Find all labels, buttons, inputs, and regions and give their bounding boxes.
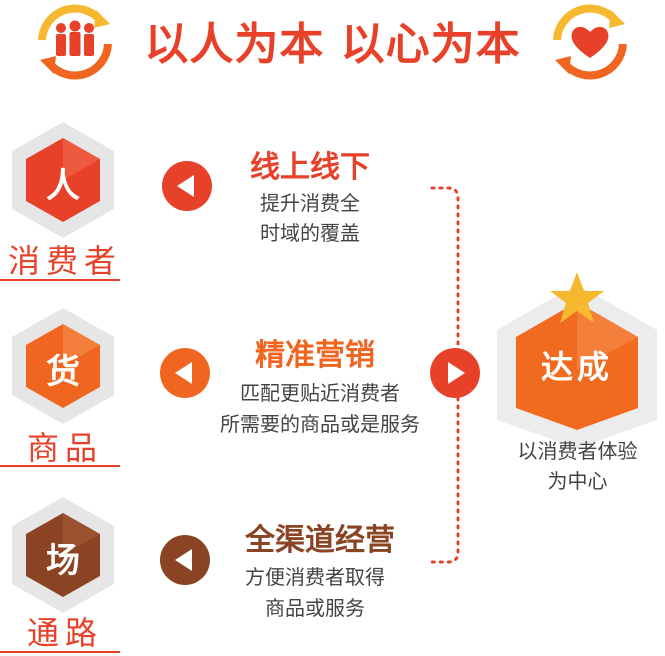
result-desc-1: 以消费者体验 [517, 439, 638, 463]
arrow-left-icon [160, 535, 210, 585]
arrow-right-icon [430, 348, 480, 398]
hex-result: 达成 [492, 270, 662, 450]
heart-cycle-icon [545, 2, 635, 82]
caption-underline [0, 651, 120, 653]
hex-people: 人 [8, 120, 118, 240]
head-omnichannel: 全渠道经营 [245, 523, 395, 558]
hex-goods: 货 [8, 306, 118, 426]
desc-online-offline-1: 提升消费全 [260, 191, 360, 215]
desc-precision-2: 所需要的商品或是服务 [220, 412, 420, 436]
caption-goods: 商品 [26, 429, 103, 467]
desc-omnichannel-2: 商品或服务 [265, 596, 365, 620]
arrow-left-icon [162, 161, 212, 211]
hex-venue: 场 [8, 495, 118, 615]
caption-channel: 通路 [26, 614, 103, 652]
caption-underline [0, 279, 120, 281]
people-cycle-icon [30, 2, 120, 82]
desc-precision-1: 匹配更贴近消费者 [240, 381, 400, 405]
arrow-left-icon [160, 348, 210, 398]
page-title: 以人为本 以心为本 [144, 19, 521, 70]
desc-online-offline-2: 时域的覆盖 [260, 221, 360, 245]
head-online-offline: 线上线下 [250, 150, 370, 185]
result-desc-2: 为中心 [547, 469, 608, 493]
caption-underline [0, 465, 120, 467]
head-precision-marketing: 精准营销 [255, 338, 375, 373]
star-icon [550, 272, 604, 323]
desc-omnichannel-1: 方便消费者取得 [245, 565, 385, 589]
caption-consumer: 消费者 [7, 242, 122, 280]
